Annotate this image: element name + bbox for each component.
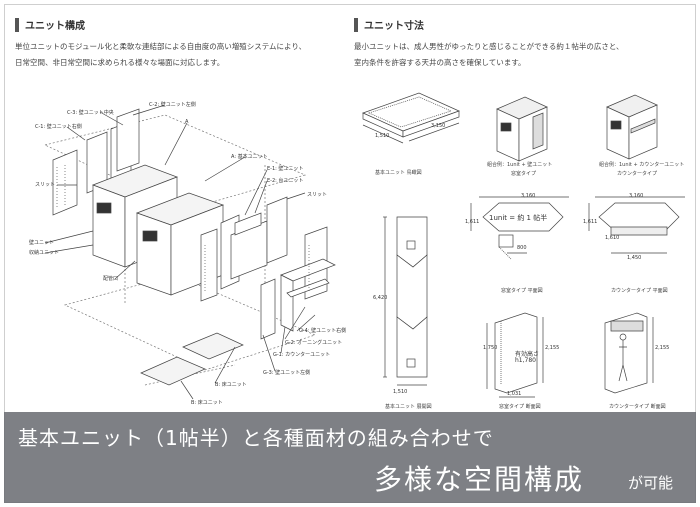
dim-1450: 1,450	[627, 255, 642, 261]
caption-example-1: 組合例：1unit + 壁ユニット	[487, 162, 553, 168]
label-wiring: 配管口	[103, 276, 119, 282]
dim-2155-a: 2,155	[545, 345, 560, 351]
caption-banner: 基本ユニット（1帖半）と各種面材の組み合わせで 多様な空間構成 が可能	[4, 412, 696, 503]
caption-window-section: 窓室タイプ 断面図	[499, 404, 541, 410]
label-slit-right: スリット	[307, 192, 328, 198]
exploded-axonometric-diagram	[43, 104, 336, 400]
dim-2155-b: 2,155	[655, 345, 670, 351]
label-g1: G-1: カウンターユニット	[273, 352, 331, 358]
label-c3: C-3: 壁ユニット中央	[67, 110, 114, 116]
dim-3150: 3,150	[431, 123, 446, 129]
label-g4: G-4: 壁ユニット右側	[299, 328, 347, 334]
dim-800: 800	[517, 245, 527, 251]
label-a-base: A: 基本ユニット	[231, 154, 268, 160]
dim-1510-a: 1,510	[375, 133, 390, 139]
label-storage-unit: 収納ユニット	[29, 250, 60, 256]
caption-base-unit: 基本ユニット 鳥瞰図	[375, 170, 422, 176]
dim-3160-a: 3,160	[521, 193, 536, 199]
heading-bar	[15, 17, 19, 32]
caption-example-2: 組合例：1unit + カウンターユニット	[599, 162, 685, 168]
label-g3: G-3: 壁ユニット左側	[263, 370, 311, 376]
label-slit-left: スリット	[35, 182, 56, 188]
caption-window-plan: 窓室タイプ 平面図	[501, 288, 543, 294]
label-b-floor-a: B: 床ユニット	[215, 382, 247, 388]
dimension-drawings	[362, 92, 685, 398]
caption-base-plan: 基本ユニット 展開図	[385, 404, 432, 410]
label-e2: E-2: 台ユニット	[267, 178, 304, 184]
label-g2: G-2: オーニングユニット	[285, 340, 343, 346]
unit-composition-description: 単位ユニットのモジュール化と柔軟な連結部による自由度の高い増殖システムにより、 …	[15, 39, 306, 71]
label-c2: C-2: 壁ユニット左側	[149, 102, 196, 108]
caption-type-counter: カウンタータイプ	[617, 171, 658, 177]
dim-1031: 1,031	[507, 391, 522, 397]
desc-line-1: 最小ユニットは、成人男性がゆったりと感じることができる約１帖半の広さと、	[354, 42, 624, 51]
dim-1750: 1,750	[483, 345, 498, 351]
dim-1611-b: 1,611	[583, 219, 598, 225]
label-a: A	[185, 119, 189, 125]
heading-bar	[354, 17, 358, 32]
unit-composition-title: ユニット構成	[25, 21, 85, 32]
unit-dimensions-description: 最小ユニットは、成人男性がゆったりと感じることができる約１帖半の広さと、 室内条…	[354, 39, 624, 71]
unit-dimensions-heading: ユニット寸法	[354, 17, 424, 32]
label-e1: E-1: 壁ユニット	[267, 166, 304, 172]
banner-line-2: 多様な空間構成	[374, 463, 585, 496]
desc-line-2: 日常空間、非日常空間に求められる様々な場面に対応します。	[15, 58, 225, 67]
caption-counter-plan: カウンタータイプ 平面図	[611, 288, 668, 294]
label-wall-unit: 壁ユニット	[29, 240, 55, 246]
dim-1611-a: 1,611	[465, 219, 480, 225]
desc-line-2: 室内条件を許容する天井の高さを確保しています。	[354, 58, 526, 67]
ceiling-value: h1,780	[515, 357, 536, 364]
unit-dimensions-title: ユニット寸法	[364, 21, 424, 32]
dim-3160-b: 3,160	[629, 193, 644, 199]
dim-1610: 1,610	[605, 235, 620, 241]
banner-line-3: が可能	[628, 474, 674, 492]
banner-line-1: 基本ユニット（1帖半）と各種面材の組み合わせで	[18, 426, 494, 450]
tatami-note: 1unit = 約 1 帖半	[489, 214, 548, 222]
desc-line-1: 単位ユニットのモジュール化と柔軟な連結部による自由度の高い増殖システムにより、	[15, 42, 307, 51]
caption-type-window: 窓室タイプ	[511, 171, 537, 177]
dim-1510-b: 1,510	[393, 389, 408, 395]
label-b-floor-b: B: 床ユニット	[191, 400, 223, 406]
label-c1: C-1: 壁ユニット右側	[35, 124, 82, 130]
unit-composition-heading: ユニット構成	[15, 17, 85, 32]
dim-6420: 6,420	[373, 295, 388, 301]
caption-counter-section: カウンタータイプ 断面図	[609, 404, 666, 410]
ceiling-label: 有効高さ	[515, 351, 540, 358]
